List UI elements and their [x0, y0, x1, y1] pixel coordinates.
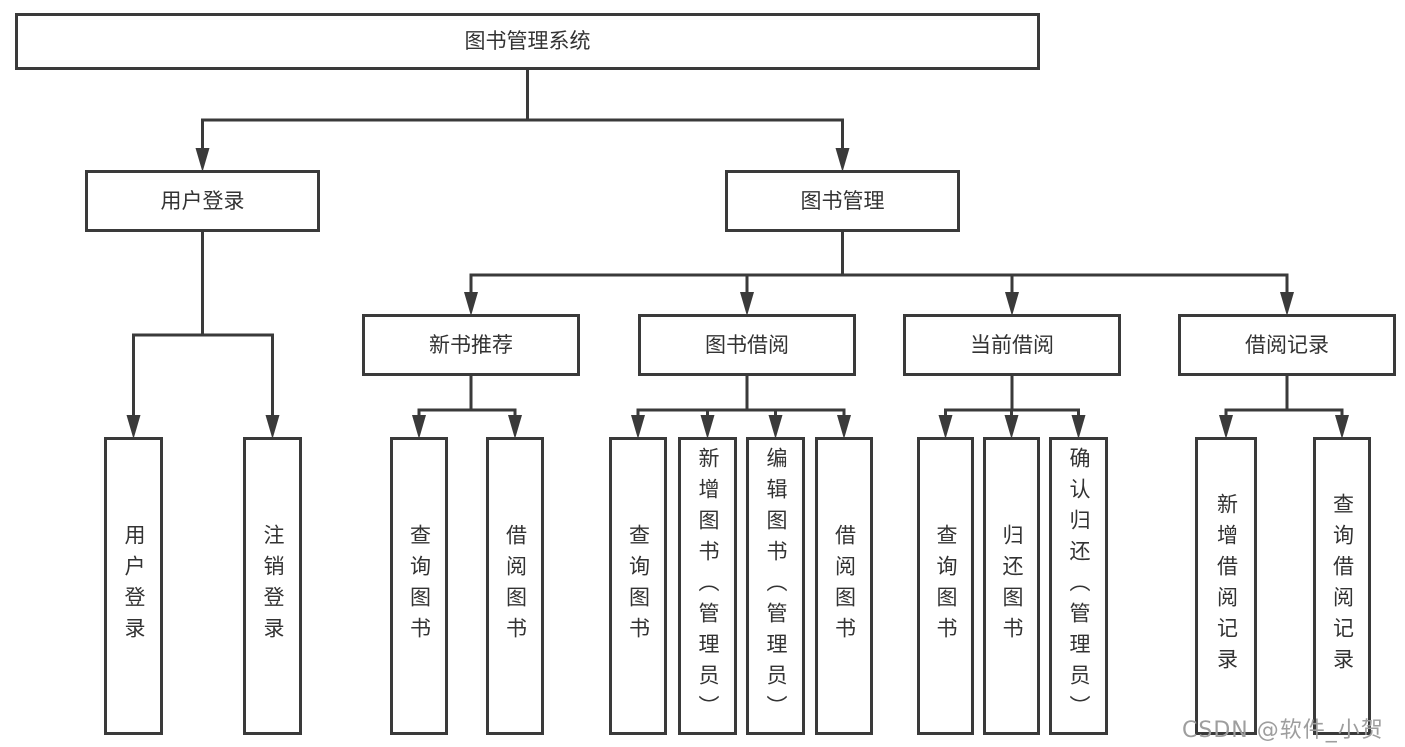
- arrow-down-icon: [195, 148, 210, 172]
- arrow-down-icon: [837, 415, 851, 439]
- arrow-down-icon: [700, 415, 715, 439]
- arrow-down-icon: [508, 415, 522, 439]
- arrow-down-icon: [1335, 415, 1349, 439]
- arrow-down-icon: [768, 415, 783, 439]
- arrow-down-icon: [265, 415, 280, 439]
- node-borrow-records: 借阅记录: [1178, 314, 1396, 376]
- node-bb-borrow-book: 借阅图书: [815, 437, 873, 735]
- node-current-borrowing: 当前借阅: [903, 314, 1121, 376]
- arrow-down-icon: [1219, 415, 1233, 439]
- node-book-management: 图书管理: [725, 170, 960, 232]
- node-nr-borrow-book: 借阅图书: [486, 437, 544, 735]
- node-cb-query-book: 查询图书: [917, 437, 974, 735]
- node-br-query-record: 查询借阅记录: [1313, 437, 1371, 735]
- arrow-down-icon: [1280, 292, 1294, 316]
- node-nr-query-book: 查询图书: [390, 437, 448, 735]
- node-bb-query-book: 查询图书: [609, 437, 667, 735]
- arrow-down-icon: [464, 292, 478, 316]
- node-bb-edit-book: 编辑图书（管理员）: [746, 437, 805, 735]
- node-cb-confirm-return: 确认归还（管理员）: [1049, 437, 1108, 735]
- watermark: CSDN @软件_小贺同学: [1182, 718, 1384, 743]
- node-user-login: 用户登录: [104, 437, 163, 735]
- node-library-system: 图书管理系统: [15, 13, 1040, 70]
- node-cb-return-book: 归还图书: [983, 437, 1040, 735]
- arrow-down-icon: [1004, 415, 1019, 439]
- arrow-down-icon: [740, 292, 754, 316]
- node-user-login-module: 用户登录: [85, 170, 320, 232]
- node-user-logout: 注销登录: [243, 437, 302, 735]
- arrow-down-icon: [835, 148, 850, 172]
- node-new-book-recommend: 新书推荐: [362, 314, 580, 376]
- arrow-down-icon: [938, 415, 953, 439]
- arrow-down-icon: [1071, 415, 1086, 439]
- node-br-add-record: 新增借阅记录: [1195, 437, 1257, 735]
- arrow-down-icon: [412, 415, 426, 439]
- arrow-down-icon: [126, 415, 141, 439]
- arrow-down-icon: [631, 415, 645, 439]
- node-bb-add-book: 新增图书（管理员）: [678, 437, 737, 735]
- arrow-down-icon: [1005, 292, 1019, 316]
- node-book-borrowing: 图书借阅: [638, 314, 856, 376]
